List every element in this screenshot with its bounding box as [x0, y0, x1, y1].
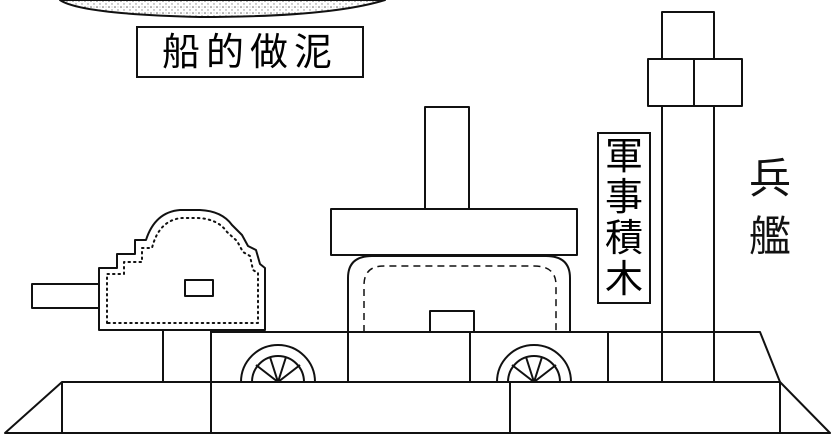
- cabin-hatch: [429, 310, 475, 334]
- base-divider: [61, 382, 781, 433]
- warship-label: 兵 艦: [748, 154, 791, 261]
- hull-bow-wedge: [713, 331, 781, 383]
- military-blocks-label-box: 軍 事 積 木: [597, 132, 651, 304]
- gun-turret-dotted-outline: [106, 217, 259, 324]
- mast-top-block: [661, 11, 715, 60]
- hull-block: [607, 331, 663, 383]
- mast-column: [661, 105, 715, 337]
- mud-boat-shape: [59, 0, 386, 18]
- cabin-dashed-outline: [363, 265, 557, 332]
- hull-block: [347, 331, 471, 383]
- ship-base: [4, 381, 831, 434]
- turret-window: [184, 279, 214, 297]
- military-blocks-text: 軍 事 積 木: [604, 134, 643, 301]
- hull-block: [661, 331, 715, 383]
- paddle-wheel-left: [240, 344, 316, 383]
- caption-label-box: 船的做泥: [136, 26, 364, 78]
- chimney: [424, 106, 470, 211]
- cabin-block: [347, 255, 571, 333]
- chimney-cap-slab: [330, 208, 578, 256]
- turret-support: [162, 329, 212, 383]
- caption-text: 船的做泥: [161, 30, 338, 74]
- gun-turret: [98, 209, 266, 331]
- mast-cross-block-left: [647, 58, 695, 107]
- gun-barrel: [31, 283, 100, 309]
- mast-cross-block-right: [693, 58, 743, 107]
